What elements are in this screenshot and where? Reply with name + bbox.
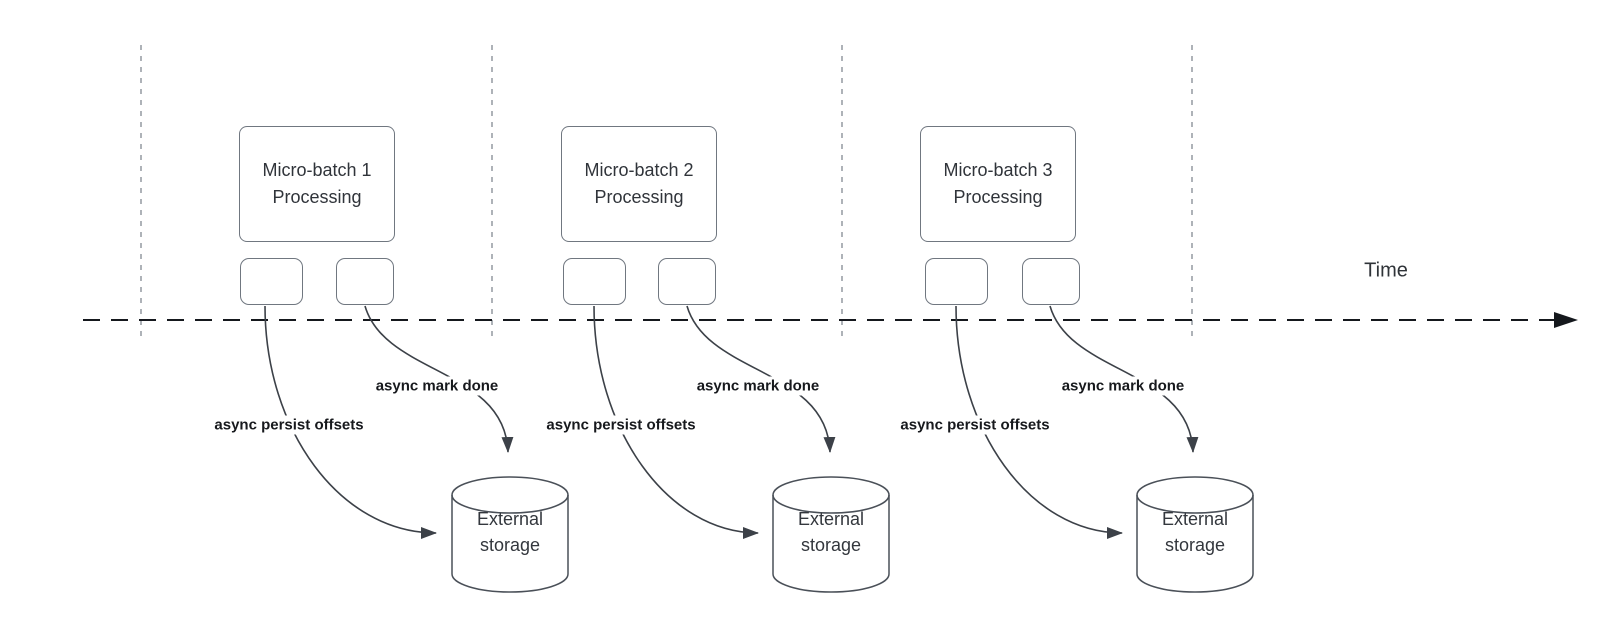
- micro-batch-2-markdone-task-box: [658, 258, 716, 305]
- arrow-persist-offsets-3: [955, 305, 1123, 539]
- arrow-persist-offsets-2: [593, 305, 759, 539]
- micro-batch-1-offsets-task-box: [240, 258, 303, 305]
- async-persist-offsets-label-1: async persist offsets: [211, 415, 367, 435]
- micro-batch-3-offsets-task-box: [925, 258, 988, 305]
- async-persist-offsets-label-2: async persist offsets: [543, 415, 699, 435]
- async-mark-done-label-3: async mark done: [1058, 376, 1188, 396]
- micro-batch-1-processing-label: Micro-batch 1 Processing: [262, 160, 372, 207]
- timeline-arrowhead-icon: [1554, 312, 1578, 328]
- arrow-mark-done-2: [686, 305, 836, 453]
- external-storage-cylinder-2: [772, 476, 890, 593]
- async-mark-done-label-1: async mark done: [372, 376, 502, 396]
- time-axis-label: Time: [1364, 259, 1408, 282]
- micro-batch-3-processing-label: Micro-batch 3 Processing: [943, 160, 1053, 207]
- external-storage-cylinder-3: [1136, 476, 1254, 593]
- async-persist-offsets-label-3: async persist offsets: [897, 415, 1053, 435]
- micro-batch-1-processing-box: Micro-batch 1 Processing: [239, 126, 395, 242]
- micro-batch-2-offsets-task-box: [563, 258, 626, 305]
- micro-batch-2-processing-box: Micro-batch 2 Processing: [561, 126, 717, 242]
- async-mark-done-label-2: async mark done: [693, 376, 823, 396]
- micro-batch-2-processing-label: Micro-batch 2 Processing: [584, 160, 694, 207]
- arrow-mark-done-1: [364, 305, 514, 453]
- arrow-persist-offsets-1: [264, 305, 437, 539]
- micro-batch-1-markdone-task-box: [336, 258, 394, 305]
- arrow-mark-done-3: [1049, 305, 1199, 453]
- micro-batch-3-markdone-task-box: [1022, 258, 1080, 305]
- micro-batch-3-processing-box: Micro-batch 3 Processing: [920, 126, 1076, 242]
- external-storage-cylinder-1: [451, 476, 569, 593]
